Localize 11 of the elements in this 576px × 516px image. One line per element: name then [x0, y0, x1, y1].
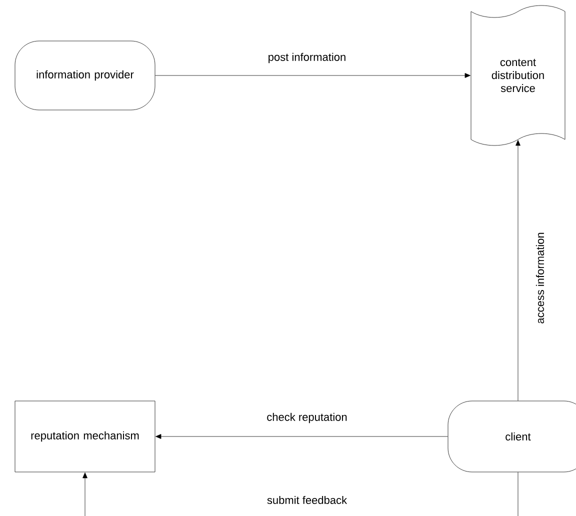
edge-label: check reputation — [266, 412, 348, 424]
edge-label: access information — [534, 231, 546, 325]
edge-label: post information — [266, 52, 348, 64]
arrow — [155, 73, 470, 78]
process-box: reputation mechanism — [14, 400, 156, 472]
arrow — [156, 434, 448, 439]
arrow — [82, 472, 518, 516]
edge-label: submit feedback — [266, 494, 348, 506]
terminal-box: information provider — [14, 40, 156, 110]
arrow — [516, 140, 520, 401]
terminal-box: client — [448, 400, 576, 472]
